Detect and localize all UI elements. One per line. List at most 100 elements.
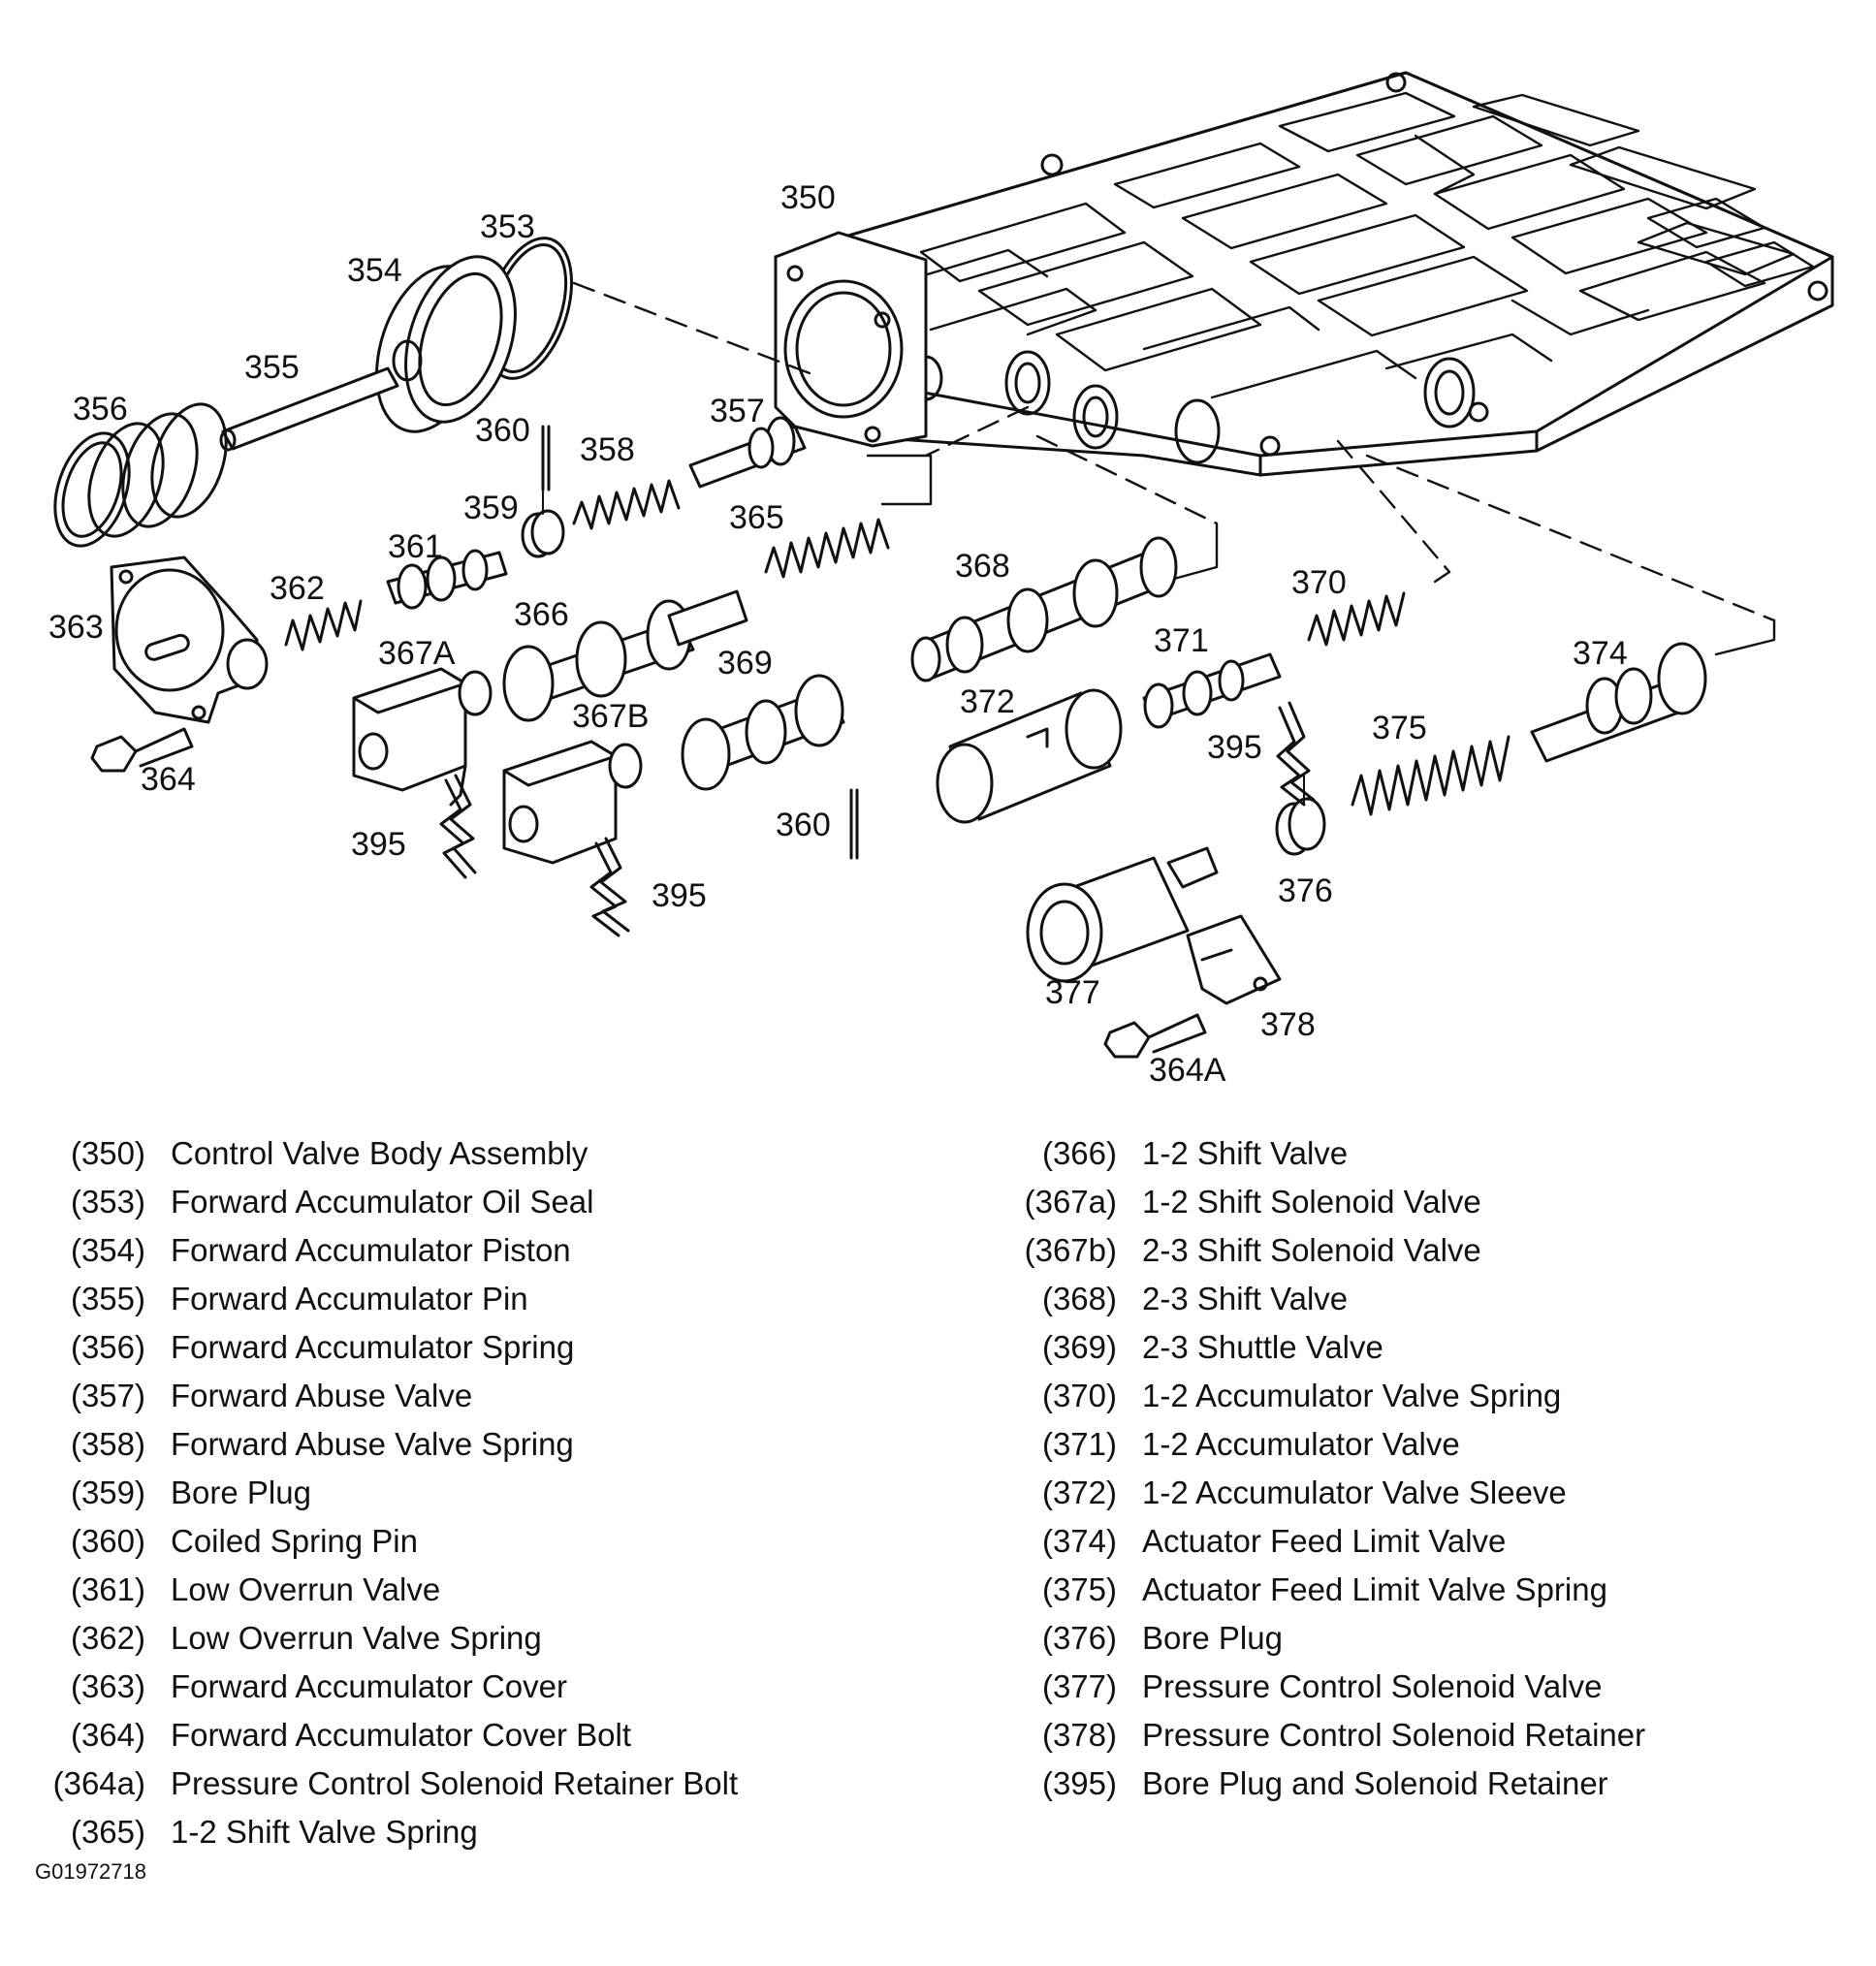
- figure-code: G01972718: [35, 1859, 146, 1884]
- legend-part-number: (370): [1041, 1378, 1117, 1413]
- legend-row: (364a) Pressure Control Solenoid Retainer…: [31, 1760, 739, 1808]
- callout-355: 355: [244, 349, 300, 386]
- callout-356: 356: [73, 391, 128, 428]
- callout-357: 357: [710, 393, 765, 429]
- legend-row: (395) Bore Plug and Solenoid Retainer: [1008, 1760, 1645, 1808]
- legend-row: (364)Forward Accumulator Cover Bolt: [31, 1711, 738, 1760]
- legend-row: (370) 1-2 Accumulator Valve Spring: [1008, 1372, 1645, 1420]
- legend-row: (378)Pressure Control Solenoid Retainer: [1008, 1711, 1645, 1760]
- legend-row: (356) Forward Accumulator Spring: [31, 1323, 738, 1372]
- legend-part-name: Bore Plug and Solenoid Retainer: [1142, 1765, 1608, 1801]
- callout-375: 375: [1372, 710, 1427, 746]
- legend-part-number: (367b): [1024, 1232, 1117, 1268]
- legend-row: (374)Actuator Feed Limit Valve: [1008, 1517, 1645, 1566]
- low-overrun-spring-362: [284, 599, 363, 651]
- feed-limit-valve-374: [1530, 642, 1707, 763]
- legend-row: (358)Forward Abuse Valve Spring: [31, 1420, 738, 1469]
- retainer-395-right: [1276, 701, 1316, 807]
- legend-row: (369)2-3 Shuttle Valve: [1008, 1323, 1645, 1372]
- retainer-bolt-364A: [1103, 1013, 1207, 1059]
- callout-367A: 367A: [378, 635, 456, 672]
- legend-part-name: Forward Accumulator Oil Seal: [171, 1184, 594, 1220]
- shift-valve-368: [910, 536, 1178, 682]
- legend-row: (366) 1-2 Shift Valve: [1008, 1129, 1645, 1178]
- callout-395-bottom: 395: [652, 877, 707, 914]
- legend-part-number: (360): [70, 1523, 145, 1559]
- accumulator-spring-370: [1307, 591, 1406, 647]
- coiled-pin-360-lower: [849, 788, 859, 860]
- callout-369: 369: [717, 645, 773, 682]
- legend-part-name: Pressure Control Solenoid Retainer Bolt: [171, 1765, 739, 1801]
- legend-part-name: 1-2 Accumulator Valve: [1142, 1426, 1460, 1462]
- legend-part-number: (375): [1041, 1571, 1117, 1607]
- callout-368: 368: [955, 548, 1010, 585]
- legend-part-number: (357): [70, 1378, 145, 1413]
- legend-row: (354) Forward Accumulator Piston: [31, 1226, 738, 1275]
- callout-350: 350: [780, 179, 836, 216]
- control-valve-body: [774, 71, 1834, 477]
- accumulator-cover-363: [110, 555, 269, 724]
- legend-part-number: (378): [1041, 1717, 1117, 1753]
- legend-part-number: (372): [1041, 1474, 1117, 1510]
- legend-part-name: Bore Plug: [171, 1474, 311, 1510]
- shift-solenoid-367A: [352, 667, 493, 807]
- legend-part-name: Forward Accumulator Pin: [171, 1281, 528, 1316]
- legend-row: (355) Forward Accumulator Pin: [31, 1275, 738, 1323]
- accumulator-spring-356: [53, 402, 228, 548]
- callout-377: 377: [1045, 974, 1100, 1011]
- legend-part-name: Forward Accumulator Piston: [171, 1232, 571, 1268]
- solenoid-retainer-378: [1186, 914, 1282, 1005]
- legend-row: (371) 1-2 Accumulator Valve: [1008, 1420, 1645, 1469]
- retainer-395-bottom: [589, 837, 630, 937]
- callout-362: 362: [270, 570, 325, 607]
- legend-part-number: (366): [1041, 1135, 1117, 1171]
- legend-part-name: Bore Plug: [1142, 1620, 1283, 1656]
- valve-sleeve-372: [936, 688, 1123, 824]
- legend-part-name: Forward Accumulator Spring: [171, 1329, 575, 1365]
- bore-plug-376: [1275, 797, 1326, 856]
- legend-part-number: (376): [1041, 1620, 1117, 1656]
- legend-part-number: (354): [70, 1232, 145, 1268]
- legend-part-name: 2-3 Shuttle Valve: [1142, 1329, 1383, 1365]
- coiled-pin-360-upper: [541, 425, 551, 492]
- feed-limit-spring-375: [1351, 735, 1510, 816]
- legend-part-number: (355): [70, 1281, 145, 1316]
- legend-part-number: (364a): [52, 1765, 145, 1801]
- legend-row: (357)Forward Abuse Valve: [31, 1372, 738, 1420]
- legend-part-name: 1-2 Accumulator Valve Spring: [1142, 1378, 1562, 1413]
- legend-row: (367b)2-3 Shift Solenoid Valve: [1008, 1226, 1645, 1275]
- callout-378: 378: [1260, 1006, 1316, 1043]
- legend-part-number: (362): [70, 1620, 145, 1656]
- legend-part-name: Control Valve Body Assembly: [171, 1135, 588, 1171]
- legend-part-number: (371): [1041, 1426, 1117, 1462]
- legend-row: (362) Low Overrun Valve Spring: [31, 1614, 738, 1663]
- legend-row: (361)Low Overrun Valve: [31, 1566, 738, 1614]
- legend-part-number: (361): [70, 1571, 145, 1607]
- alignment-lines: [572, 281, 1776, 622]
- callout-367B: 367B: [572, 698, 649, 735]
- accumulator-pin-355: [219, 366, 399, 452]
- callout-366: 366: [514, 596, 569, 633]
- legend-part-name: Actuator Feed Limit Valve Spring: [1142, 1571, 1607, 1607]
- legend-part-name: Low Overrun Valve Spring: [171, 1620, 542, 1656]
- callout-370: 370: [1291, 564, 1347, 601]
- legend-part-number: (368): [1041, 1281, 1117, 1316]
- legend-row: (376) Bore Plug: [1008, 1614, 1645, 1663]
- callout-364A: 364A: [1149, 1052, 1226, 1089]
- legend-row: (350)Control Valve Body Assembly: [31, 1129, 738, 1178]
- callout-395-right: 395: [1207, 729, 1262, 766]
- legend-part-number: (364): [70, 1717, 145, 1753]
- legend-part-number: (356): [70, 1329, 145, 1365]
- shift-solenoid-367B: [502, 740, 643, 865]
- legend-part-number: (395): [1041, 1765, 1117, 1801]
- legend-row: (375) Actuator Feed Limit Valve Spring: [1008, 1566, 1645, 1614]
- legend-part-number: (353): [70, 1184, 145, 1220]
- forward-abuse-valve-357: [688, 416, 807, 489]
- legend-part-number: (377): [1041, 1668, 1117, 1704]
- accumulator-piston-354: [375, 255, 517, 433]
- legend-part-name: Forward Abuse Valve Spring: [171, 1426, 574, 1462]
- legend-row: (353) Forward Accumulator Oil Seal: [31, 1178, 738, 1226]
- callout-360-upper: 360: [475, 412, 530, 449]
- legend-part-name: 1-2 Shift Valve: [1142, 1135, 1349, 1171]
- cover-bolt-364: [90, 727, 194, 773]
